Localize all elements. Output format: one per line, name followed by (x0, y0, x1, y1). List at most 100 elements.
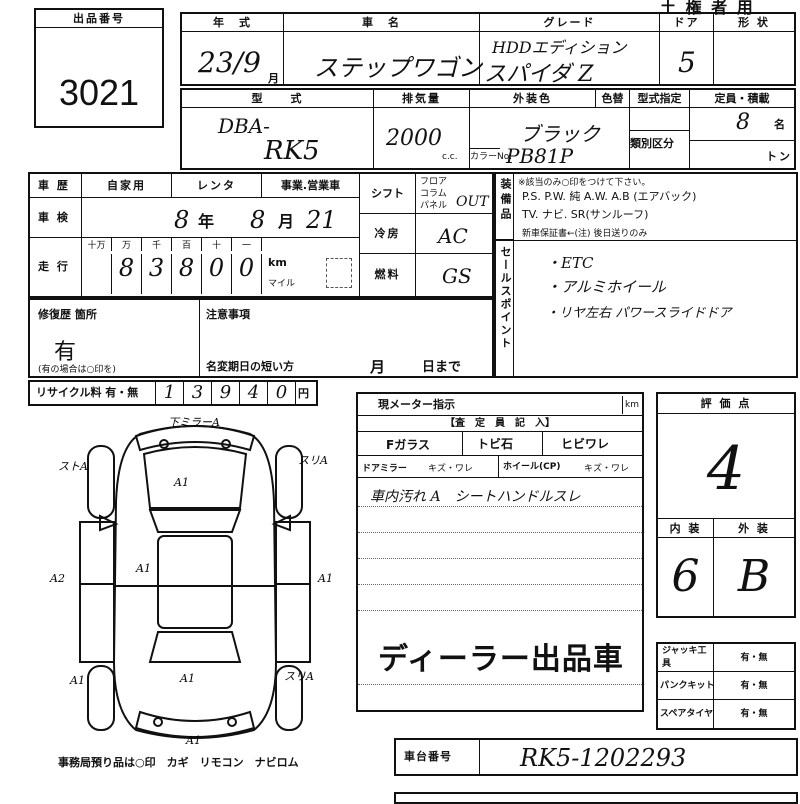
shape-label: 形 状 (714, 14, 794, 32)
equipment-box: 装備品 ※該当のみ○印をつけて下さい。 P.S. P.W. 純 A.W. A.B… (494, 172, 798, 378)
taillight-left (153, 717, 163, 727)
category-label: 類別区分 (630, 130, 690, 151)
inspection-day: 21 (306, 206, 337, 234)
exterior-score: B (737, 551, 771, 602)
capacity-unit: 名 (774, 118, 787, 131)
recycle-label: リサイクル料 有・無 (30, 382, 156, 404)
shift-floor: フロア (420, 177, 448, 187)
grade-line1: HDDエディション (492, 38, 627, 57)
puncture-kit-yes-no[interactable]: 有・無 (714, 672, 794, 700)
km-label: km (268, 256, 287, 269)
history-table: 車 歴 自家用 レンタ 事業.営業車 車 検 8 年 8 月 21 走 行 十万… (28, 172, 494, 298)
equipment-line2: TV. ナビ. SR(サンルーフ) (522, 208, 649, 221)
rental-use[interactable]: レンタ (172, 174, 262, 198)
displacement-label: 排気量 (374, 90, 470, 108)
ac-label: 冷房 (360, 214, 416, 254)
exterior-color-value: ブラック (520, 122, 600, 146)
recycle-digit: 0 (268, 382, 296, 404)
recycle-digit: 9 (212, 382, 240, 404)
mile-checkbox[interactable] (326, 258, 352, 288)
model-line2: RK5 (264, 136, 320, 166)
capacity-label: 定員・積載 (690, 90, 794, 108)
mileage-digit: 8 (172, 254, 202, 294)
sales-point: ・アルミホイール (546, 278, 666, 296)
mirror-label: ドアミラー (362, 464, 407, 474)
fuel-label: 燃料 (360, 254, 416, 296)
mileage-digit: 8 (112, 254, 142, 294)
history-label: 車 歴 (30, 174, 82, 198)
mileage-digit: 0 (202, 254, 232, 294)
damage-mark: A1 (179, 672, 195, 685)
left-side-panels (79, 521, 115, 663)
mile-label: マイル (268, 279, 296, 289)
displacement-value: 2000 (386, 126, 442, 151)
recycle-digit: 4 (240, 382, 268, 404)
business-use[interactable]: 事業.営業車 (262, 174, 360, 198)
chassis-box: 車台番号 RK5-1202293 (394, 738, 798, 776)
diagram-footer: 事務局預り品は○印 カギ リモコン ナビロム (58, 756, 299, 769)
ac-value: AC (438, 224, 468, 248)
inspection-month: 8 (250, 206, 266, 234)
shift-value: OUT (456, 194, 489, 210)
load-unit: トン (766, 150, 792, 163)
inspection-label: 車 検 (30, 198, 82, 238)
inspection-year: 8 (174, 206, 190, 234)
car-name-label: 車 名 (284, 14, 480, 32)
equipment-line1: P.S. P.W. 純 A.W. A.B (エアバック) (522, 190, 697, 203)
headlight-left (159, 439, 169, 449)
interior-label: 内 装 (658, 518, 714, 538)
doors-label: ドア (660, 14, 714, 32)
color-no-value: PB81P (506, 144, 574, 168)
vehicle-header-table: 年 式 車 名 グレード ドア 形 状 23/9 月 ステップワゴン HDDエデ… (180, 12, 796, 87)
tools-box: ジャッキ工具 有・無 パンクキット 有・無 スペアタイヤ 有・無 (656, 642, 796, 730)
equipment-label: 装備品 (496, 174, 514, 240)
taillight-right (227, 717, 237, 727)
damage-mark: スリA (298, 454, 328, 467)
meter-unit: km (622, 396, 642, 414)
bottom-edge-box (394, 792, 798, 804)
chassis-number: RK5-1202293 (520, 744, 687, 772)
exterior-color-label: 外装色 (470, 90, 596, 108)
fuel-value: GS (442, 264, 472, 288)
recycle-unit: 円 (298, 387, 309, 400)
inspection-remarks: 現メーター指示 km 【査 定 員 記 入】 Fガラス トビ石 ヒビワレ ドアミ… (356, 392, 644, 712)
score-box: 評 価 点 4 内 装 外 装 6 B (656, 392, 796, 618)
year-label: 年 式 (182, 14, 284, 32)
color-change-label: 色替 (596, 90, 630, 108)
grade-line2: スパイダ Z (484, 62, 594, 87)
mileage-digit (82, 254, 112, 294)
digit-label-1: 一 (232, 238, 262, 251)
mileage-label: 走 行 (30, 238, 82, 296)
private-use[interactable]: 自家用 (82, 174, 172, 198)
equipment-note: ※該当のみ○印をつけて下さい。 (518, 178, 651, 188)
repair-label: 修復歴 箇所 (38, 308, 97, 321)
sales-points-label: セールスポイント (496, 240, 514, 376)
stone-chip-label: トビ石 (462, 432, 542, 456)
spare-tire-label: スペアタイヤ (658, 700, 714, 728)
damage-mark: 下ミラーA (168, 416, 220, 429)
recycle-digit: 1 (156, 382, 184, 404)
digit-label-100: 百 (172, 238, 202, 251)
interior-score: 6 (658, 538, 714, 616)
year-value: 23/9 (198, 46, 261, 79)
rear-bumper (134, 710, 256, 738)
jack-yes-no[interactable]: 有・無 (714, 644, 794, 672)
notes-label: 注意事項 (206, 308, 250, 321)
recycle-row: リサイクル料 有・無 1 3 9 4 0 円 (28, 380, 318, 406)
meter-label: 現メーター指示 (358, 394, 642, 416)
model-label: 型 式 (182, 90, 374, 108)
name-change-day: 日まで (422, 360, 462, 375)
lot-number: 3021 (58, 72, 140, 113)
repair-value: 有 (54, 340, 77, 365)
wheel-label: ホイール(CP) (498, 456, 560, 478)
spare-tire-yes-no[interactable]: 有・無 (740, 709, 768, 719)
name-change-label: 名変期日の短い方 (206, 360, 294, 373)
damage-mark: A1 (69, 674, 85, 687)
name-change-month: 月 (370, 358, 388, 376)
right-rear-fender (275, 665, 303, 731)
digit-label-10: 十 (202, 238, 232, 251)
car-body-outline (112, 425, 278, 739)
left-rear-fender (87, 665, 115, 731)
windshield (148, 509, 242, 533)
jack-label: ジャッキ工具 (658, 644, 714, 672)
